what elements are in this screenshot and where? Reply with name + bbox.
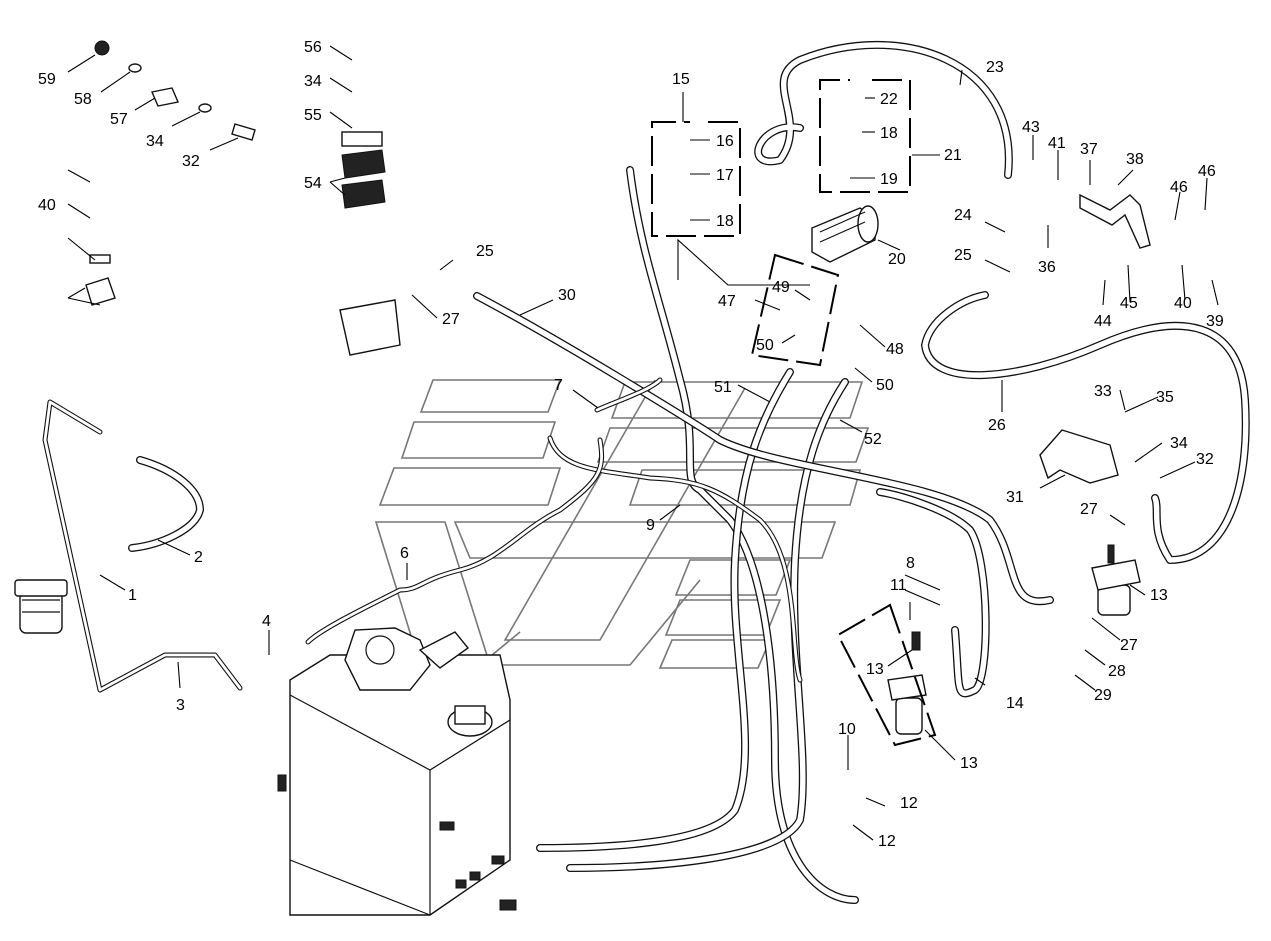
callout-7: 7 (554, 377, 563, 394)
callout-33: 33 (1094, 383, 1112, 400)
callout-12a: 11 (890, 577, 907, 594)
bracket-31-icon (1039, 429, 1119, 484)
callout-54: 57 (110, 111, 128, 128)
callout-16: 15 (672, 71, 690, 88)
callout-34a: 34 (146, 133, 164, 150)
callout-26: 26 (988, 417, 1006, 434)
callout-50b: 52 (864, 431, 882, 448)
callout-28: 28 (1108, 663, 1126, 680)
callout-15: 14 (1006, 695, 1024, 712)
callout-4: 4 (262, 613, 271, 630)
leader-lines (67, 45, 1219, 841)
callout-48: 50 (756, 337, 774, 354)
detail-boxes (651, 79, 937, 747)
callout-30: 30 (558, 287, 576, 304)
callout-9: 9 (646, 517, 655, 534)
callout-24: 24 (954, 207, 972, 224)
callout-46b: 48 (886, 341, 904, 358)
callout-18b: 18 (880, 125, 898, 142)
hydraulic-pump-icon (811, 205, 879, 263)
callout-43: 45 (1120, 295, 1138, 312)
callout-11: 10 (838, 721, 856, 738)
callout-47: 49 (772, 279, 790, 296)
callout-19b: 19 (880, 171, 898, 188)
callout-27c: 27 (442, 311, 460, 328)
callout-1: 1 (128, 587, 137, 604)
callout-13b: 13 (1150, 587, 1168, 604)
callout-27b: 27 (1080, 501, 1098, 518)
callout-45: 46 (1198, 163, 1216, 180)
callout-2: 2 (194, 549, 203, 566)
callout-51: 54 (304, 175, 322, 192)
callout-29: 29 (1094, 687, 1112, 704)
callout-20: 20 (888, 251, 906, 268)
hose-main-loops (128, 40, 1250, 904)
callout-49: 50 (876, 377, 894, 394)
callout-3: 3 (176, 697, 185, 714)
callout-17: 16 (716, 133, 734, 150)
callout-37: 38 (1126, 151, 1144, 168)
callout-56: 59 (38, 71, 56, 88)
callout-22: 22 (880, 91, 898, 108)
callout-44: 46 (1170, 179, 1188, 196)
callout-27a: 27 (1120, 637, 1138, 654)
callout-34b: 34 (304, 73, 322, 90)
callout-52: 55 (304, 107, 322, 124)
callout-55: 58 (74, 91, 92, 108)
pressure-filter-icon (1091, 544, 1141, 616)
callout-25a: 25 (954, 247, 972, 264)
callout-10: 12 (878, 833, 896, 850)
clamp-parts-icon (85, 40, 401, 356)
callout-14: 13 (866, 661, 884, 678)
callout-35: 36 (1038, 259, 1056, 276)
return-filter-icon (887, 631, 927, 735)
callout-21: 21 (944, 147, 962, 164)
callout-32a: 32 (182, 153, 200, 170)
callout-36: 37 (1080, 141, 1098, 158)
callout-40b: 41 (1048, 135, 1066, 152)
callout-42: 44 (1094, 313, 1112, 330)
rigid-pipes (42, 377, 803, 693)
callout-12b: 12 (900, 795, 918, 812)
bracket-37-icon (1079, 193, 1151, 249)
callout-40a: 40 (38, 197, 56, 214)
callout-46a: 47 (718, 293, 736, 310)
callout-19a: 18 (716, 213, 734, 230)
callout-53: 56 (304, 39, 322, 56)
callout-13a: 13 (960, 755, 978, 772)
callout-31: 31 (1006, 489, 1024, 506)
callout-8: 8 (906, 555, 915, 572)
callout-6: 6 (400, 545, 409, 562)
callout-41: 43 (1022, 119, 1040, 136)
callout-23: 23 (986, 59, 1004, 76)
hydraulic-tank (277, 627, 517, 916)
callout-18a: 17 (716, 167, 734, 184)
callout-32b: 32 (1196, 451, 1214, 468)
callout-39: 40 (1174, 295, 1192, 312)
callout-38: 39 (1206, 313, 1224, 330)
callout-25b: 25 (476, 243, 494, 260)
callout-34c: 34 (1170, 435, 1188, 452)
callout-50a: 51 (714, 379, 732, 396)
callout-labels: 59 58 57 34 32 56 34 55 54 40 1 2 3 4 6 … (38, 39, 1224, 850)
callout-34d: 35 (1156, 389, 1174, 406)
suction-filter-icon (14, 579, 68, 634)
